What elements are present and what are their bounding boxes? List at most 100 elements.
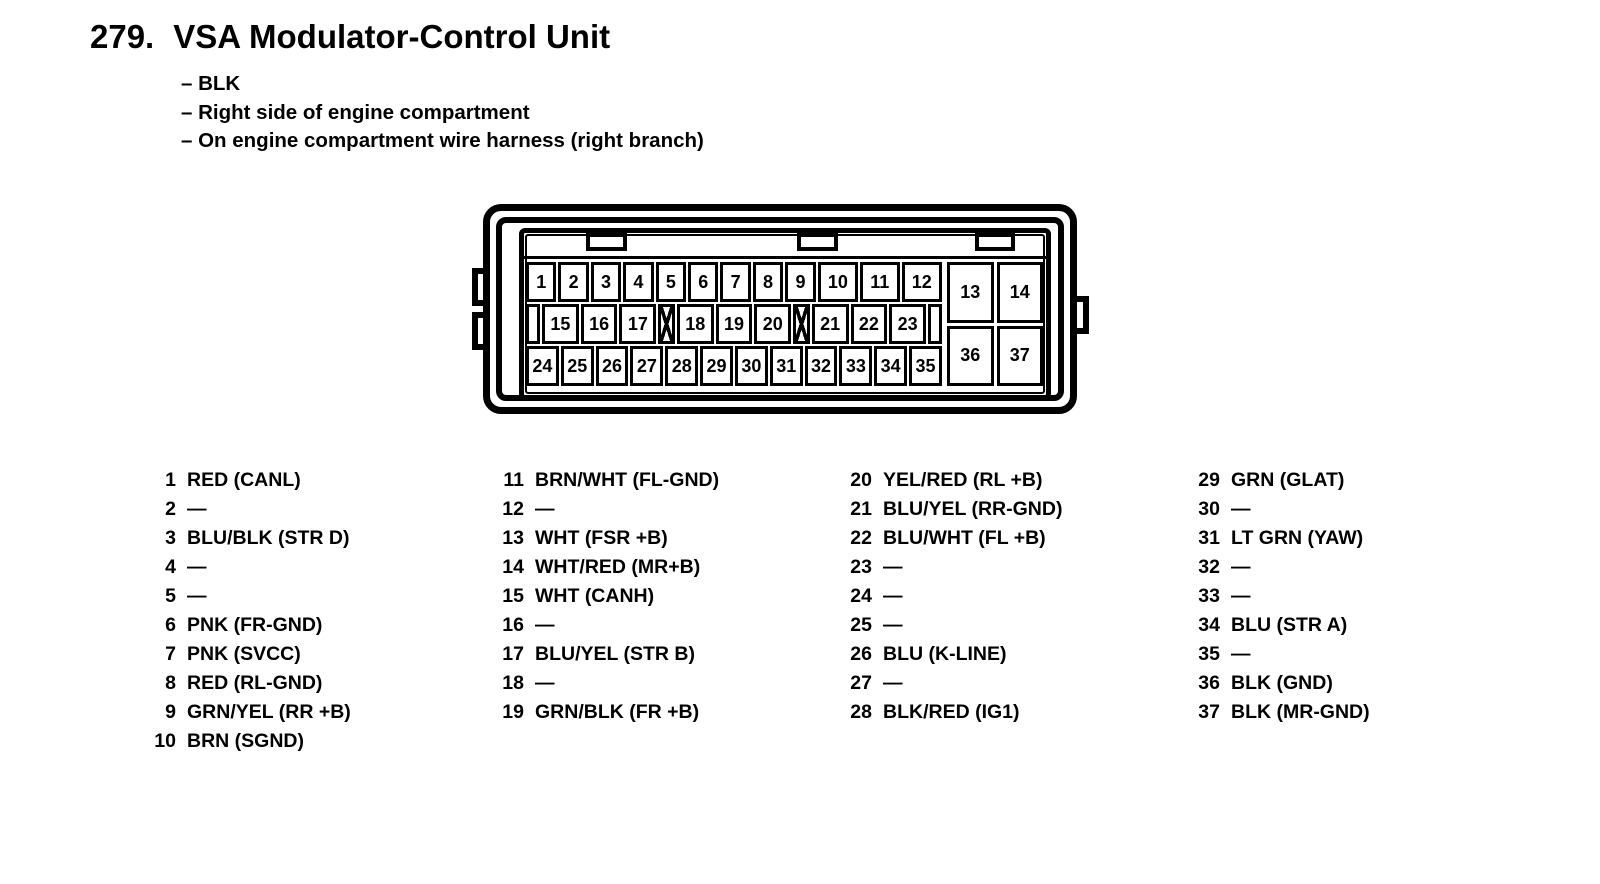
pin-description: — bbox=[535, 672, 555, 694]
pin-description: — bbox=[187, 585, 207, 607]
keyway-tab-2 bbox=[797, 233, 838, 251]
pin-number: 23 bbox=[850, 556, 872, 578]
pin-description: RED (RL-GND) bbox=[187, 672, 323, 694]
pin-number: 12 bbox=[502, 498, 524, 520]
pin-list-row-27: 27 — bbox=[832, 669, 1062, 698]
pin-description: BRN/WHT (FL-GND) bbox=[535, 469, 720, 491]
pin-cell-8: 8 bbox=[752, 262, 784, 302]
pin-description: — bbox=[1231, 556, 1251, 578]
blocked-cell bbox=[793, 304, 810, 344]
pin-cell-33: 33 bbox=[839, 346, 873, 386]
pin-list-row-23: 23— bbox=[832, 553, 1062, 582]
pin-cell-35: 35 bbox=[909, 346, 942, 386]
pin-list-row-16: 16 — bbox=[484, 611, 719, 640]
pin-description: PNK (FR-GND) bbox=[187, 614, 323, 636]
pin-description: BRN (SGND) bbox=[187, 730, 304, 752]
pin-cell-2: 2 bbox=[558, 262, 589, 302]
pin-description: PNK (SVCC) bbox=[187, 643, 301, 665]
pin-cell-19: 19 bbox=[715, 304, 753, 344]
pin-number: 15 bbox=[502, 585, 524, 607]
pin-number: 6 bbox=[165, 614, 176, 636]
pin-description: RED (CANL) bbox=[187, 469, 301, 491]
pin-number: 25 bbox=[850, 614, 872, 636]
pin-description: WHT (CANH) bbox=[535, 585, 655, 607]
pin-cell-17: 17 bbox=[619, 304, 657, 344]
pin-cell-34: 34 bbox=[874, 346, 908, 386]
pin-number: 35 bbox=[1198, 643, 1220, 665]
pin-cell-37: 37 bbox=[996, 325, 1043, 386]
pin-list-row-6: 6 PNK (FR-GND) bbox=[136, 611, 351, 640]
half-cell bbox=[928, 304, 943, 344]
pin-number: 29 bbox=[1198, 469, 1220, 491]
pin-cell-29: 29 bbox=[700, 346, 733, 386]
pin-list-row-10: 10 BRN (SGND) bbox=[136, 727, 351, 756]
pin-number: 26 bbox=[850, 643, 872, 665]
pin-description: WHT (FSR +B) bbox=[535, 527, 668, 549]
pin-number: 30 bbox=[1198, 498, 1220, 520]
pin-number: 21 bbox=[850, 498, 872, 520]
pin-number: 24 bbox=[850, 585, 872, 607]
pin-list-row-7: 7 PNK (SVCC) bbox=[136, 640, 351, 669]
pin-list-row-22: 22 BLU/WHT (FL +B) bbox=[832, 524, 1062, 553]
pin-description: — bbox=[883, 672, 903, 694]
pin-number: 34 bbox=[1198, 614, 1220, 636]
pin-cell-24: 24 bbox=[526, 346, 559, 386]
pin-number: 8 bbox=[165, 672, 176, 694]
pin-number: 22 bbox=[850, 527, 872, 549]
pin-cell-13: 13 bbox=[947, 262, 994, 323]
pin-description: GRN/BLK (FR +B) bbox=[535, 701, 700, 723]
pin-number: 10 bbox=[154, 730, 176, 752]
pin-list-row-12: 12 — bbox=[484, 495, 719, 524]
keyway-strip-line bbox=[524, 256, 1046, 259]
pin-description: BLU/WHT (FL +B) bbox=[883, 527, 1046, 549]
pin-number: 16 bbox=[502, 614, 524, 636]
pin-number: 4 bbox=[165, 556, 176, 578]
pin-cell-5: 5 bbox=[655, 262, 687, 302]
pin-number: 2 bbox=[165, 498, 176, 520]
pin-description: — bbox=[883, 585, 903, 607]
pin-list-row-15: 15 WHT (CANH) bbox=[484, 582, 719, 611]
pin-cell-18: 18 bbox=[676, 304, 714, 344]
pin-cell-6: 6 bbox=[688, 262, 719, 302]
pin-number: 7 bbox=[165, 643, 176, 665]
pin-description: — bbox=[187, 556, 207, 578]
pin-cell-36: 36 bbox=[947, 325, 994, 386]
pin-cell-28: 28 bbox=[665, 346, 699, 386]
pin-cell-12: 12 bbox=[901, 262, 942, 302]
pin-cell-1: 1 bbox=[526, 262, 557, 302]
pin-description: — bbox=[535, 614, 555, 636]
pin-list-row-2: 2— bbox=[136, 495, 351, 524]
pin-list-row-8: 8 RED (RL-GND) bbox=[136, 669, 351, 698]
pin-cell-14: 14 bbox=[996, 262, 1043, 323]
pin-cell-31: 31 bbox=[769, 346, 803, 386]
pin-number: 27 bbox=[850, 672, 872, 694]
pin-number: 19 bbox=[502, 701, 524, 723]
pin-description: GRN (GLAT) bbox=[1231, 469, 1345, 491]
pin-description: BLU (STR A) bbox=[1231, 614, 1348, 636]
pin-cell-20: 20 bbox=[754, 304, 792, 344]
pin-number: 20 bbox=[850, 469, 872, 491]
pin-number: 5 bbox=[165, 585, 176, 607]
pin-number: 17 bbox=[502, 643, 524, 665]
pin-list-row-19: 19 GRN/BLK (FR +B) bbox=[484, 698, 719, 727]
pin-description: BLK (GND) bbox=[1231, 672, 1333, 694]
note-harness: – On engine compartment wire harness (ri… bbox=[181, 129, 704, 152]
pin-description: — bbox=[535, 498, 555, 520]
pin-list-row-4: 4— bbox=[136, 553, 351, 582]
pin-cell-27: 27 bbox=[630, 346, 664, 386]
